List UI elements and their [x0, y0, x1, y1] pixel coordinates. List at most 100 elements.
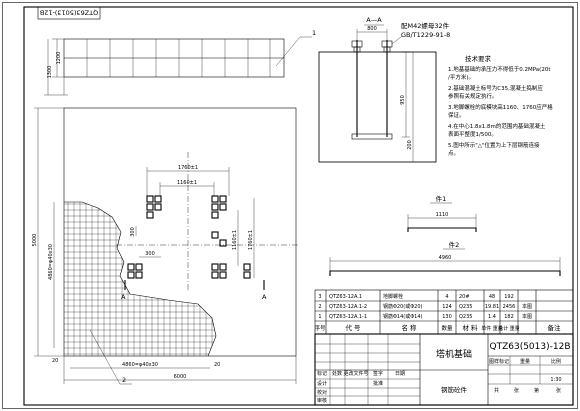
- svg-text:QTZ63-12A.1: QTZ63-12A.1: [329, 294, 362, 300]
- inner-border: [23, 6, 574, 406]
- svg-text:序号: 序号: [314, 324, 326, 332]
- part-1-title: 件1: [436, 194, 447, 203]
- title-name: 塔机基础: [436, 348, 472, 360]
- dim-1760: 1760±1: [178, 165, 198, 171]
- standard-note: GB/T1229-91-8: [401, 31, 450, 39]
- rebar-height-dim: 4860=φ40x30: [48, 244, 54, 280]
- part-1-dim: 1110: [436, 212, 449, 218]
- lower-bolt-group: [127, 231, 251, 279]
- plan-height-dim: 5000: [32, 234, 38, 247]
- bom-header: 序号 代 号 名 称 数量 材 料 单件 重量 总计 重量 备注: [314, 323, 561, 332]
- edge-20-dim-b: 20: [214, 362, 220, 368]
- svg-text:重量: 重量: [520, 358, 530, 365]
- svg-text:本图: 本图: [522, 303, 532, 310]
- svg-text:Q235: Q235: [459, 304, 472, 310]
- svg-text:设计: 设计: [317, 380, 327, 387]
- svg-text:1: 1: [318, 314, 321, 320]
- svg-text:1.4: 1.4: [488, 314, 496, 320]
- section-marker-a-right: A: [262, 293, 267, 301]
- title-right-labels: 图样标记 重量 比例: [489, 358, 561, 365]
- svg-text:钢筋Φ20(或Φ20): 钢筋Φ20(或Φ20): [383, 303, 423, 310]
- top-ladder-frame: 1200 1300 1: [44, 29, 316, 96]
- bom-row: 2 QTZ63-12A.1-2 钢筋Φ20(或Φ20) 124 Q235 19.…: [318, 303, 532, 310]
- svg-text:材 料: 材 料: [462, 323, 478, 332]
- bom-table: 3 QTZ63-12A.1 地脚螺栓 4 20# 48 192 2 QTZ63-…: [314, 289, 574, 335]
- title-sub: 钢筋砼件: [441, 385, 468, 394]
- part-2-title: 件2: [449, 240, 460, 249]
- svg-text:19.81: 19.81: [485, 304, 499, 310]
- svg-text:QTZ63-12A.1-1: QTZ63-12A.1-1: [329, 314, 367, 320]
- tech-line: 点。: [448, 150, 459, 157]
- dim-300-b: 300: [130, 227, 136, 237]
- tech-line: 表面平整度1/500。: [448, 130, 497, 138]
- tech-line: 参照有关规定执行。: [448, 92, 498, 100]
- section-top-dim: 800: [367, 26, 377, 32]
- concrete-section: [318, 51, 437, 163]
- sheet-count: 共 张 第 张: [494, 387, 561, 394]
- section-marker-a-left: A: [121, 293, 126, 301]
- svg-text:图样标记: 图样标记: [489, 358, 509, 365]
- tech-line: 3.地脚螺栓的底模块高1160、1760应严格: [448, 103, 553, 111]
- svg-text:Q235: Q235: [459, 314, 472, 320]
- rebar-width-dim: 4860=φ40x30: [122, 362, 158, 368]
- svg-text:张: 张: [556, 387, 561, 394]
- svg-text:第: 第: [534, 387, 539, 394]
- frame-width-dim: 1200: [56, 52, 62, 65]
- title-block: 标记 处数 更改文件号 签字 日期 设计 校对 审核 批准 塔机基础 钢筋砼件 …: [314, 333, 574, 406]
- svg-text:192: 192: [504, 294, 514, 300]
- title-code: QTZ63(5013)-12B: [490, 342, 571, 352]
- part-2-dim: 4960: [439, 255, 452, 261]
- svg-text:182: 182: [504, 314, 514, 320]
- svg-text:地脚螺栓: 地脚螺栓: [383, 293, 403, 300]
- frame-height-dim: 1300: [47, 66, 53, 79]
- tech-line: 1.地基基础的承压力不得低于0.2MPa(20t: [448, 65, 551, 73]
- svg-text:2456: 2456: [503, 304, 516, 310]
- svg-text:130: 130: [442, 314, 452, 320]
- svg-text:本图: 本图: [522, 313, 532, 320]
- svg-text:名 称: 名 称: [401, 323, 417, 332]
- svg-text:标记: 标记: [317, 370, 327, 377]
- svg-text:4: 4: [445, 294, 448, 300]
- callout-1: 1: [312, 29, 316, 37]
- section-depth-dim: 950: [400, 95, 406, 105]
- section-title: A—A: [366, 16, 382, 24]
- svg-text:备注: 备注: [548, 323, 562, 332]
- edge-20-dim: 20: [52, 358, 58, 364]
- svg-text:日期: 日期: [395, 371, 405, 377]
- svg-text:数量: 数量: [441, 324, 453, 332]
- rebar-grid: [64, 202, 216, 356]
- upper-bolt-group: [146, 195, 227, 219]
- svg-text:审核: 审核: [317, 397, 327, 404]
- drawing-code-text: QTZ63(5013)-12B: [40, 9, 99, 17]
- approval-labels: 设计 校对 审核 批准: [317, 380, 383, 404]
- technical-requirements: 技术要求 1.地基基础的承压力不得低于0.2MPa(20t /平方米)。 2.基…: [448, 54, 553, 157]
- plan-width-dim: 6000: [174, 374, 187, 380]
- svg-text:钢筋Φ14(或Φ14): 钢筋Φ14(或Φ14): [383, 313, 423, 320]
- svg-text:QTZ63-12A.1-2: QTZ63-12A.1-2: [329, 304, 367, 310]
- tech-line: 5.图中所示"△"位置为上下层钢筋连接: [448, 141, 540, 149]
- drawing-code-box: QTZ63(5013)-12B: [37, 6, 101, 20]
- dim-1160: 1160±1: [177, 180, 197, 186]
- section-side-dim: 200: [407, 140, 413, 150]
- bolt-nut-note: 配M42螺母32件: [401, 21, 450, 30]
- svg-text:20#: 20#: [459, 294, 470, 300]
- tech-line: 4.在中心1.8x1.8m的范围内基础混凝土: [448, 122, 546, 130]
- svg-text:总计 重量: 总计 重量: [498, 325, 520, 332]
- title-scale: 1:30: [550, 377, 561, 383]
- revision-labels: 标记 处数 更改文件号 签字 日期: [317, 370, 405, 377]
- tech-line: 保证。: [448, 111, 465, 119]
- svg-text:共: 共: [494, 387, 499, 394]
- svg-text:张: 张: [514, 387, 519, 394]
- part-2-detail: 件2 4960: [329, 240, 561, 276]
- svg-text:签字: 签字: [373, 370, 383, 377]
- svg-text:48: 48: [489, 294, 495, 300]
- svg-text:124: 124: [442, 304, 452, 310]
- callout-2: 2: [122, 376, 126, 384]
- svg-text:比例: 比例: [551, 358, 561, 365]
- tech-line: /平方米)。: [448, 73, 474, 81]
- tech-title: 技术要求: [465, 54, 492, 63]
- bom-row: 3 QTZ63-12A.1 地脚螺栓 4 20# 48 192: [318, 293, 513, 300]
- svg-text:3: 3: [318, 294, 321, 300]
